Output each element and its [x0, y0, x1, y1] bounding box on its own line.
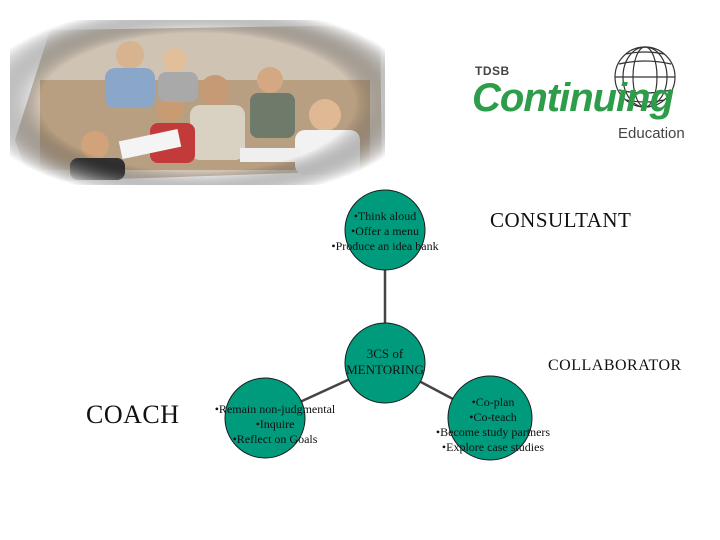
coach-item: •Remain non-judgmental [214, 402, 336, 416]
consultant-label: CONSULTANT [490, 208, 632, 232]
logo-main-text: Continuing [472, 76, 674, 120]
consultant-node [344, 189, 426, 271]
logo-small-text: TDSB [475, 64, 510, 78]
tdsb-continuing-education-logo: TDSB Continuing Education [470, 42, 685, 152]
collaborator-item: •Co-plan [471, 395, 515, 409]
coach-label: COACH [86, 400, 180, 429]
consultant-item: •Produce an idea bank [331, 239, 439, 253]
collaborator-label: COLLABORATOR [548, 357, 682, 374]
center-node-text: 3CS of MENTORING [335, 346, 435, 378]
coach-item: •Reflect on Goals [232, 432, 318, 446]
center-label-line: MENTORING [346, 362, 424, 377]
consultant-node-text: •Think aloud •Offer a menu •Produce an i… [320, 209, 450, 254]
collaborator-item: •Explore case studies [441, 440, 545, 454]
globe-icon [614, 46, 676, 108]
center-node [344, 322, 426, 404]
coach-node-text: •Remain non-judgmental •Inquire •Reflect… [200, 402, 350, 447]
collaborator-node [447, 375, 533, 461]
collaborator-node-text: •Co-plan •Co-teach •Become study partner… [418, 395, 568, 455]
collaborator-item: •Become study partners [435, 425, 551, 439]
center-label-line: 3CS of [366, 346, 404, 361]
classroom-photo [10, 20, 385, 185]
coach-item: •Inquire [255, 417, 295, 431]
consultant-item: •Think aloud [353, 209, 417, 223]
consultant-item: •Offer a menu [351, 224, 419, 238]
logo-sub-text: Education [618, 125, 685, 142]
collaborator-item: •Co-teach [469, 410, 517, 424]
coach-node [224, 377, 306, 459]
